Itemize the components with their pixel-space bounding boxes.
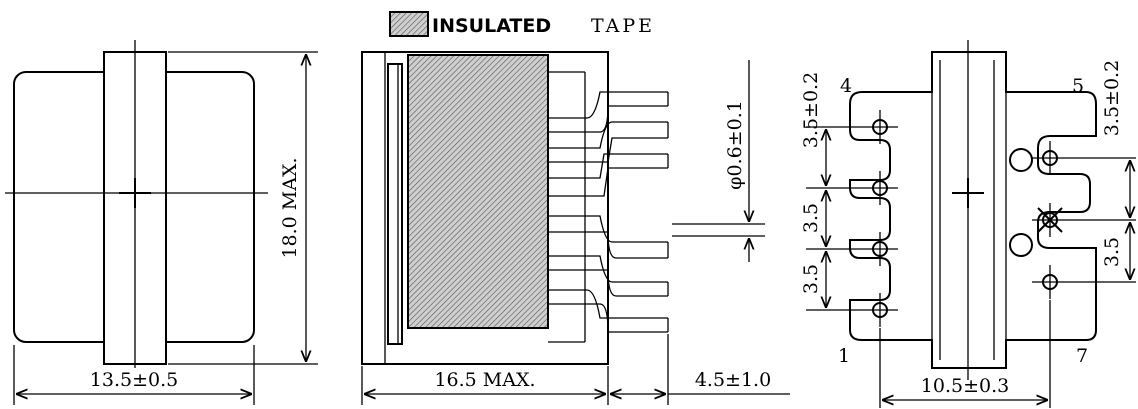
- tape-swatch: [389, 11, 429, 37]
- right-pitch-1: 3.5±0.2: [1101, 60, 1123, 136]
- bottom-view: 4 5 1 7 3.5±0.2 3.5 3.5 3.5±0.2 3.5 10.5…: [800, 40, 1136, 408]
- bottom-pins-right: [1032, 141, 1068, 299]
- front-view: 13.5±0.5 18.0 MAX.: [5, 40, 318, 405]
- right-pitch-2: 3.5: [1101, 237, 1123, 267]
- depth-dimension: 16.5 MAX.: [434, 369, 535, 391]
- width-dimension: 13.5±0.5: [90, 369, 178, 391]
- pin-1-label: 1: [838, 345, 850, 367]
- side-frame: [361, 51, 609, 365]
- pin-length-dimension: 4.5±1.0: [695, 369, 771, 391]
- left-pitch-3: 3.5: [800, 264, 822, 294]
- tape-label-2: TAPE: [591, 15, 655, 37]
- pin-span-dimension: 10.5±0.3: [921, 375, 1009, 397]
- pin-diameter-dimension: φ0.6±0.1: [724, 100, 746, 190]
- height-dimension: 18.0 MAX.: [279, 157, 301, 258]
- tape-label: INSULATED: [432, 15, 551, 37]
- bottom-outline: [849, 51, 1097, 369]
- pin-5-label: 5: [1072, 75, 1084, 97]
- legend: INSULATED TAPE: [389, 11, 655, 37]
- pin-7-label: 7: [1076, 345, 1088, 367]
- left-pitch-1: 3.5±0.2: [800, 72, 822, 148]
- left-pitch-2: 3.5: [800, 203, 822, 233]
- pin-4-label: 4: [840, 75, 852, 97]
- insulated-tape: [407, 54, 549, 329]
- side-view: 16.5 MAX. 4.5±1.0 φ0.6±0.1: [361, 51, 790, 405]
- bottom-pins-left: [862, 110, 898, 327]
- side-pins: [548, 91, 669, 333]
